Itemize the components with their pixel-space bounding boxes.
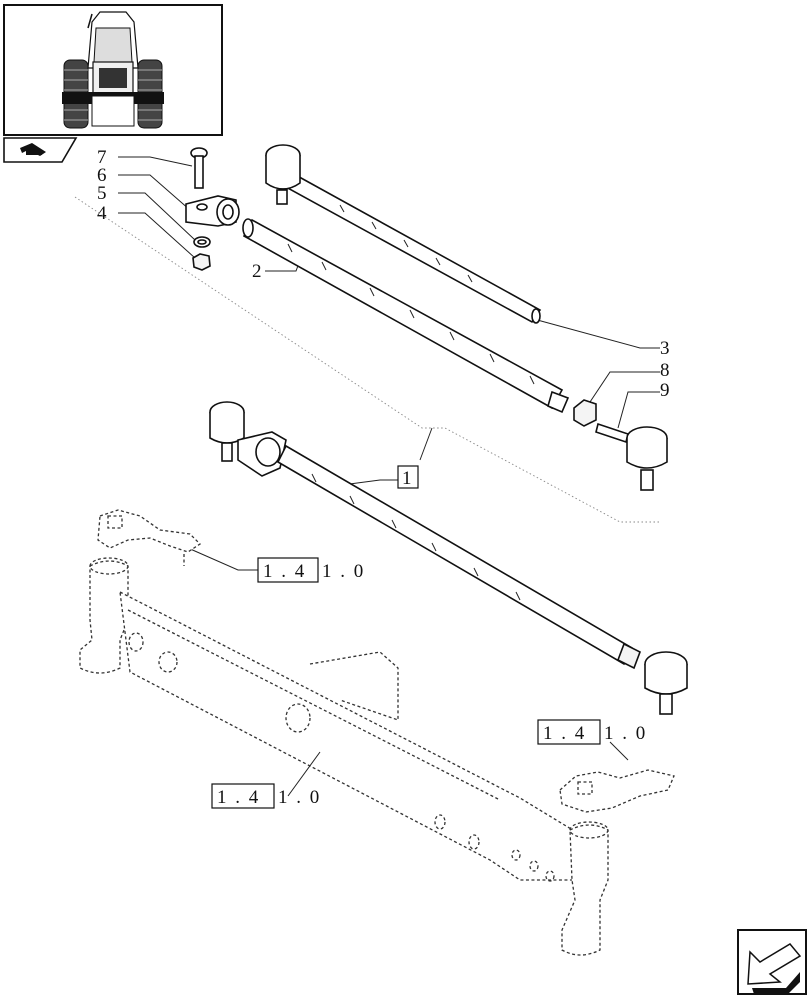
reference-label-2[interactable]: 1 . 4 1 . 0 xyxy=(537,719,647,745)
washer-part-5[interactable] xyxy=(193,236,211,248)
tractor-front-view-thumbnail[interactable] xyxy=(3,4,223,136)
callout-5: 5 xyxy=(97,183,107,204)
svg-text:1 . 0: 1 . 0 xyxy=(322,561,365,582)
callout-4: 4 xyxy=(97,203,107,224)
svg-text:1 . 4: 1 . 4 xyxy=(543,723,586,744)
ball-joint-part-9[interactable] xyxy=(595,422,668,491)
bolt-part-7[interactable] xyxy=(190,147,208,189)
nut-part-4[interactable] xyxy=(192,253,211,271)
callout-3: 3 xyxy=(660,338,670,359)
section-tab-icon[interactable] xyxy=(3,137,78,163)
tie-rod-assembly-1[interactable] xyxy=(209,401,688,715)
svg-text:1 . 4: 1 . 4 xyxy=(263,561,306,582)
callout-9: 9 xyxy=(660,380,670,401)
nut-part-8[interactable] xyxy=(573,399,597,427)
svg-text:1 . 0: 1 . 0 xyxy=(278,787,321,808)
callout-leaders xyxy=(118,156,660,571)
clamp-part-6[interactable] xyxy=(185,195,240,227)
callout-8: 8 xyxy=(660,360,670,381)
reference-label-1[interactable]: 1 . 4 1 . 0 xyxy=(257,557,365,583)
svg-text:1: 1 xyxy=(402,468,412,489)
arrow-back-icon[interactable] xyxy=(737,929,807,995)
svg-text:1 . 4: 1 . 4 xyxy=(217,787,260,808)
assembly-ref-1[interactable]: 1 xyxy=(397,465,419,489)
callout-2: 2 xyxy=(252,261,262,282)
tube-part-2[interactable] xyxy=(242,218,570,414)
front-axle-context xyxy=(79,509,675,956)
reference-label-3[interactable]: 1 . 4 1 . 0 xyxy=(211,783,321,809)
svg-text:1 . 0: 1 . 0 xyxy=(604,723,647,744)
callout-7: 7 xyxy=(97,147,107,168)
callout-6: 6 xyxy=(97,165,107,186)
tie-rod-part-3[interactable] xyxy=(265,144,542,324)
